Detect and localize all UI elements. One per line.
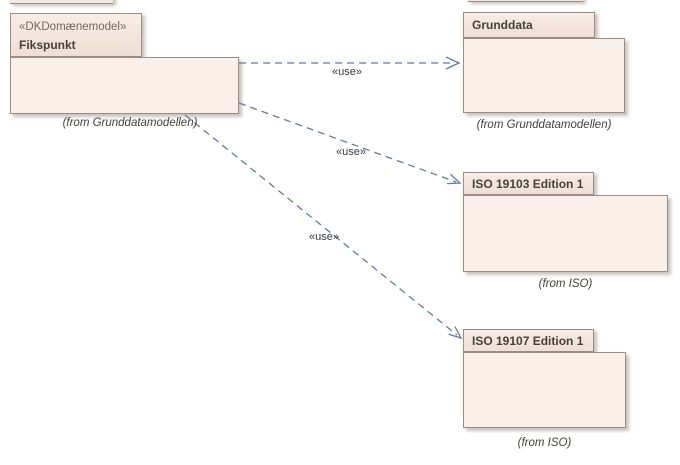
package-iso19103[interactable]: ISO 19103 Edition 1 (from ISO) [463,172,673,297]
package-name: Fikspunkt [19,38,76,52]
package-from-label: (from Grunddatamodellen) [62,117,198,129]
package-body[interactable] [463,38,625,113]
package-body[interactable] [463,195,668,272]
use-label-iso19103: «use» [336,146,366,158]
clipped-package-edge-left [10,0,113,4]
package-body[interactable] [10,57,239,114]
package-stereotype: «DKDomænemodel» [19,21,127,33]
package-name: Grunddata [472,18,533,32]
package-name: ISO 19107 Edition 1 [472,333,584,348]
package-tab[interactable]: Grunddata [463,12,595,38]
package-fikspunkt[interactable]: «DKDomænemodel» Fikspunkt (from Grunddat… [10,13,250,133]
package-tab[interactable]: «DKDomænemodel» Fikspunkt [10,13,142,57]
package-grunddata[interactable]: Grunddata (from Grunddatamodellen) [463,12,633,137]
clipped-package-edge-right [468,0,583,2]
package-name: ISO 19103 Edition 1 [472,176,584,191]
use-label-iso19107: «use» [309,231,339,243]
package-body[interactable] [463,352,626,428]
package-tab[interactable]: ISO 19103 Edition 1 [463,172,594,195]
use-label-grunddata: «use» [332,66,362,78]
use-connector-iso19103[interactable] [238,102,462,185]
package-from-label: (from ISO) [538,278,593,290]
use-connector-grunddata[interactable] [239,56,461,70]
use-connector-iso19107[interactable] [184,114,463,340]
package-from-label: (from Grunddatamodellen) [476,119,612,131]
package-from-label: (from ISO) [517,437,572,449]
package-iso19107[interactable]: ISO 19107 Edition 1 (from ISO) [463,329,633,459]
package-tab[interactable]: ISO 19107 Edition 1 [463,329,594,352]
